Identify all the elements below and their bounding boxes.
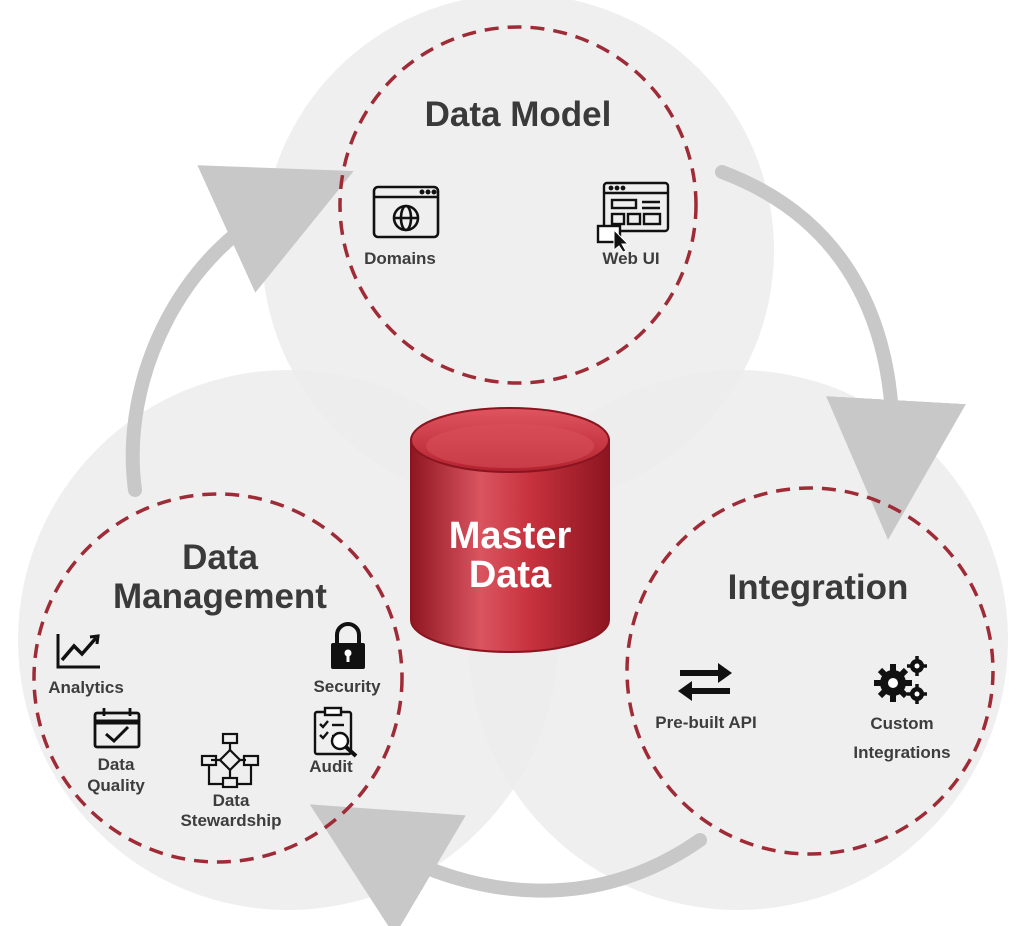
- circle-data-model-bg: [262, 0, 774, 506]
- integration-title: Integration: [728, 568, 909, 607]
- center-label-line2: Data: [469, 554, 552, 596]
- ring-integration: [625, 486, 995, 856]
- audit-label: Audit: [309, 757, 353, 776]
- web-ui-label: Web UI: [602, 249, 659, 268]
- domains-label: Domains: [364, 249, 436, 268]
- lock-icon: [331, 622, 365, 669]
- ring-data-management: [32, 492, 404, 864]
- data-stewardship-label-line2: Stewardship: [180, 811, 281, 830]
- arrow-management-to-model: [125, 165, 354, 497]
- dashed-rings: [32, 25, 995, 864]
- exchange-arrows-icon: [678, 663, 732, 701]
- data-quality-label-line2: Quality: [87, 776, 145, 795]
- analytics-label: Analytics: [48, 678, 124, 697]
- center-label-line1: Master: [449, 515, 572, 557]
- data-management-title-line2: Management: [113, 577, 327, 616]
- data-stewardship-label-line1: Data: [213, 791, 250, 810]
- analytics-chart-icon: [56, 634, 100, 669]
- custom-integrations-label-line2: Integrations: [853, 743, 950, 762]
- data-quality-label-line1: Data: [98, 755, 135, 774]
- custom-integrations-label-line1: Custom: [870, 714, 933, 733]
- master-data-cylinder: Master Data: [410, 407, 610, 653]
- data-model-title: Data Model: [425, 95, 612, 134]
- cylinder-body: [410, 439, 610, 653]
- section-integration: Integration Pre-built API: [655, 568, 950, 762]
- cylinder-top-inner: [426, 424, 594, 468]
- security-label: Security: [313, 677, 381, 696]
- gears-icon: [874, 656, 927, 704]
- arrow-integration-to-management: [309, 804, 707, 926]
- ring-data-model: [338, 25, 698, 385]
- cycle-arrows: [125, 165, 966, 926]
- globe-browser-icon: [372, 185, 440, 239]
- data-management-title-line1: Data: [182, 538, 258, 577]
- audit-clipboard-icon: [313, 706, 358, 758]
- section-data-model: Data Model Domains Web: [364, 95, 670, 268]
- workflow-flowchart-icon: [200, 732, 260, 789]
- prebuilt-api-label: Pre-built API: [655, 713, 756, 732]
- web-ui-icon: [596, 181, 670, 253]
- calendar-check-icon: [93, 708, 141, 749]
- section-data-management: Data Management Analytics Security Data …: [48, 538, 381, 830]
- arrow-model-to-integration: [715, 165, 966, 540]
